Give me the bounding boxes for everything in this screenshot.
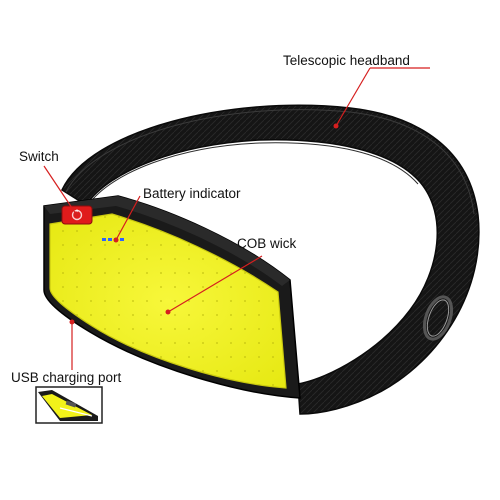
headband-strap-back bbox=[61, 104, 480, 415]
ring-buckle-icon bbox=[422, 295, 454, 341]
label-battery-indicator: Battery indicator bbox=[143, 186, 241, 201]
label-switch: Switch bbox=[19, 149, 59, 164]
label-usb-charging-port: USB charging port bbox=[11, 370, 122, 385]
usb-port-inset bbox=[35, 386, 103, 424]
callout-lines bbox=[43, 67, 430, 370]
label-telescopic-headband: Telescopic headband bbox=[283, 53, 410, 68]
label-cob-wick: COB wick bbox=[237, 236, 297, 251]
